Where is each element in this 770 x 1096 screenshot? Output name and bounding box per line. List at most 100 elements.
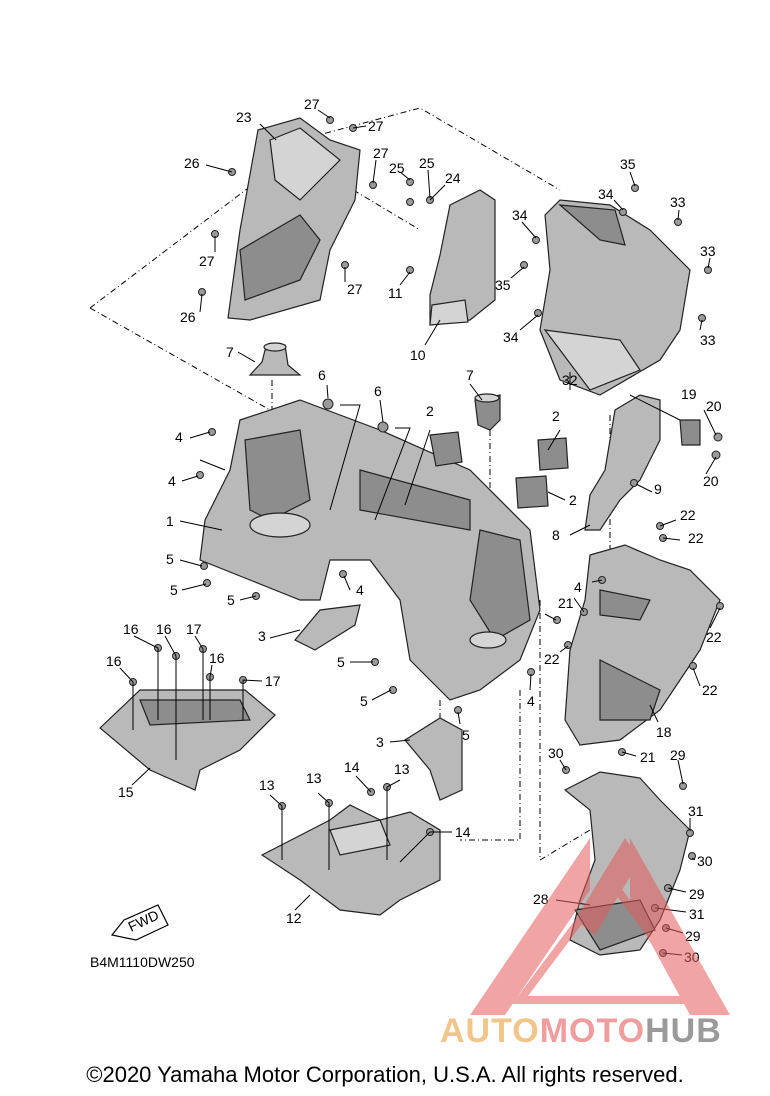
callout-26: 26	[184, 155, 200, 171]
callout-4: 4	[356, 582, 364, 598]
callout-32: 32	[562, 372, 578, 388]
callout-5: 5	[227, 592, 235, 608]
right-cover	[539, 199, 691, 396]
watermark-text: AUTOMOTOHUB	[440, 1012, 722, 1051]
callout-2: 2	[426, 403, 434, 419]
callout-27: 27	[304, 96, 320, 112]
callout-30: 30	[548, 745, 564, 761]
callout-2: 2	[552, 408, 560, 424]
callout-27: 27	[368, 118, 384, 134]
callout-22: 22	[544, 651, 560, 667]
callout-14: 14	[455, 824, 471, 840]
callout-13: 13	[306, 770, 322, 786]
callout-35: 35	[495, 277, 511, 293]
callout-6: 6	[374, 383, 382, 399]
callout-35: 35	[620, 156, 636, 172]
watermark-part1: AUTO	[440, 1012, 540, 1050]
callout-16: 16	[156, 621, 172, 637]
callout-29: 29	[685, 928, 701, 944]
callout-25: 25	[419, 155, 435, 171]
callout-1: 1	[166, 513, 174, 529]
callout-5: 5	[337, 654, 345, 670]
callout-16: 16	[106, 653, 122, 669]
floor-mat-center	[260, 804, 441, 916]
callout-31: 31	[688, 803, 704, 819]
watermark-logo	[470, 838, 730, 1015]
callout-26: 26	[180, 309, 196, 325]
callout-20: 20	[706, 398, 722, 414]
floor-mat-left	[99, 689, 276, 791]
callout-33: 33	[700, 243, 716, 259]
callout-3: 3	[258, 628, 266, 644]
callout-33: 33	[700, 332, 716, 348]
callout-5: 5	[462, 727, 470, 743]
callout-21: 21	[558, 595, 574, 611]
callout-9: 9	[654, 481, 662, 497]
callout-16: 16	[209, 650, 225, 666]
callout-5: 5	[170, 582, 178, 598]
callout-34: 34	[598, 186, 614, 202]
callout-27: 27	[199, 253, 215, 269]
callout-4: 4	[574, 579, 582, 595]
callout-12: 12	[286, 910, 302, 926]
callout-22: 22	[680, 507, 696, 523]
copyright-footer: ©2020 Yamaha Motor Corporation, U.S.A. A…	[86, 1062, 684, 1087]
callout-6: 6	[318, 367, 326, 383]
callout-24: 24	[445, 170, 461, 186]
upper-bracket	[584, 394, 701, 531]
watermark-part3: HUB	[645, 1012, 722, 1050]
callout-10: 10	[410, 347, 426, 363]
callout-18: 18	[656, 724, 672, 740]
main-floor	[199, 399, 541, 701]
callout-2: 2	[569, 492, 577, 508]
callout-22: 22	[702, 682, 718, 698]
duct-upper	[294, 604, 361, 651]
callout-7: 7	[466, 367, 474, 383]
callout-22: 22	[706, 629, 722, 645]
callout-27: 27	[373, 145, 389, 161]
callout-8: 8	[552, 527, 560, 543]
leader-lines	[119, 109, 721, 956]
callout-30: 30	[697, 853, 713, 869]
callout-29: 29	[689, 886, 705, 902]
callout-5: 5	[360, 693, 368, 709]
callout-27: 27	[347, 281, 363, 297]
callout-16: 16	[123, 621, 139, 637]
boot-left	[248, 342, 302, 376]
callout-7: 7	[226, 344, 234, 360]
watermark-part2: MOTO	[539, 1012, 646, 1050]
callout-33: 33	[670, 194, 686, 210]
right-side-panel	[564, 544, 721, 746]
callout-5: 5	[166, 551, 174, 567]
callout-21: 21	[640, 749, 656, 765]
callout-22: 22	[688, 530, 704, 546]
callout-15: 15	[118, 784, 134, 800]
callout-11: 11	[388, 285, 403, 301]
callout-13: 13	[259, 777, 275, 793]
callout-20: 20	[703, 473, 719, 489]
pads	[429, 431, 569, 509]
callout-23: 23	[236, 109, 252, 125]
callout-34: 34	[512, 207, 528, 223]
callout-29: 29	[670, 747, 686, 763]
callout-3: 3	[376, 734, 384, 750]
callout-17: 17	[186, 621, 202, 637]
bracket-panel	[429, 189, 496, 326]
callout-19: 19	[681, 386, 697, 402]
callout-14: 14	[344, 759, 360, 775]
boot-center	[474, 393, 501, 431]
fwd-arrow-icon: FWD	[110, 904, 169, 941]
callout-4: 4	[527, 693, 535, 709]
side-panel-left	[227, 117, 361, 321]
callout-34: 34	[503, 329, 519, 345]
callout-numbers: 23 26 27 27 27 27 27 26 25 25 24 11 10 3…	[106, 96, 722, 965]
callout-31: 31	[689, 906, 705, 922]
callout-28: 28	[533, 891, 549, 907]
callout-17: 17	[265, 673, 281, 689]
drawing-code: B4M1110DW250	[90, 954, 195, 970]
callout-13: 13	[394, 761, 410, 777]
callout-4: 4	[168, 473, 176, 489]
callout-25: 25	[389, 160, 405, 176]
duct-lower	[404, 717, 463, 801]
